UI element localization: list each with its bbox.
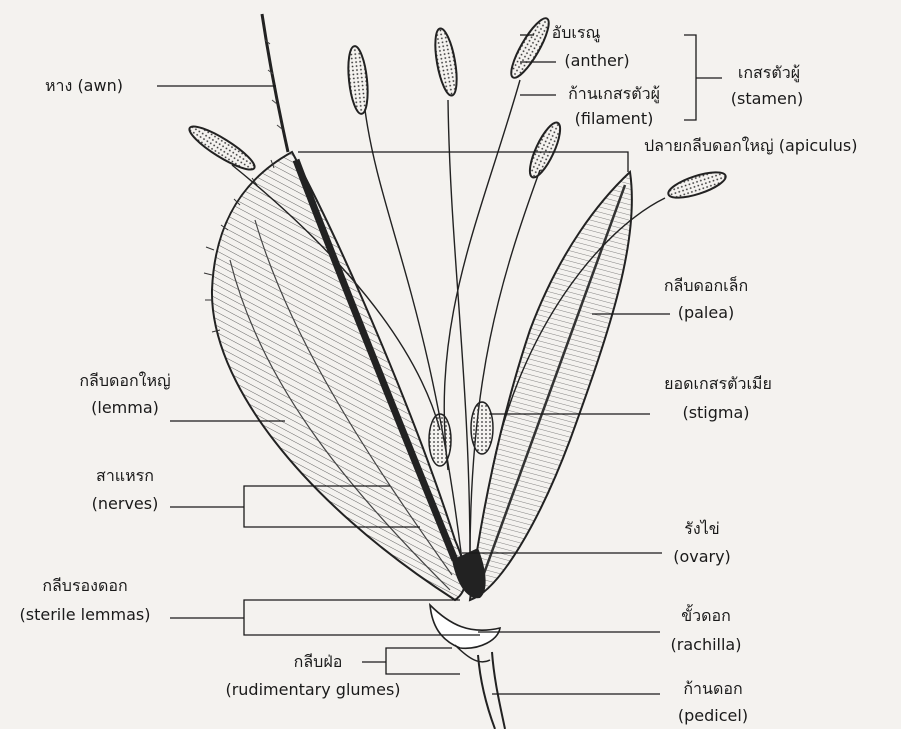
label-lemma-en: (lemma) [91, 398, 159, 417]
label-ovary-en: (ovary) [673, 547, 731, 566]
label-ovary-th: รังไข่ [684, 519, 719, 538]
awn-drawing [262, 14, 288, 152]
label-palea-en: (palea) [678, 303, 735, 322]
lemma-drawing [212, 152, 466, 600]
label-lemma-th: กลีบดอกใหญ่ [79, 371, 170, 390]
label-anther-th: อับเรณู [552, 23, 601, 43]
label-rachilla-en: (rachilla) [671, 635, 742, 654]
label-nerves-th: สาแหรก [96, 466, 154, 485]
label-sterile-lemmas-th: กลีบรองดอก [42, 576, 127, 595]
label-sterile-lemmas-en: (sterile lemmas) [20, 605, 151, 624]
label-stigma-th: ยอดเกสรตัวเมีย [664, 374, 772, 393]
label-pedicel-th: ก้านดอก [683, 679, 742, 698]
label-filament-th: ก้านเกสรตัวผู้ [568, 84, 660, 104]
label-filament-en: (filament) [575, 109, 654, 128]
label-palea-th: กลีบดอกเล็ก [664, 275, 748, 295]
label-rudimentary-glumes-en: (rudimentary glumes) [225, 680, 400, 699]
label-pedicel-en: (pedicel) [678, 706, 748, 725]
label-stamen-th: เกสรตัวผู้ [738, 63, 800, 83]
label-rachilla-th: ขั้วดอก [681, 604, 731, 625]
label-stigma-en: (stigma) [682, 403, 749, 422]
label-anther-en: (anther) [564, 51, 629, 70]
pedicel-drawing [478, 652, 505, 729]
label-stamen-en: (stamen) [731, 89, 803, 108]
label-rudimentary-glumes-th: กลีบฝ่อ [294, 652, 343, 671]
label-awn: หาง (awn) [45, 76, 123, 95]
label-apiculus: ปลายกลีบดอกใหญ่ (apiculus) [644, 136, 858, 155]
label-nerves-en: (nerves) [92, 494, 159, 513]
